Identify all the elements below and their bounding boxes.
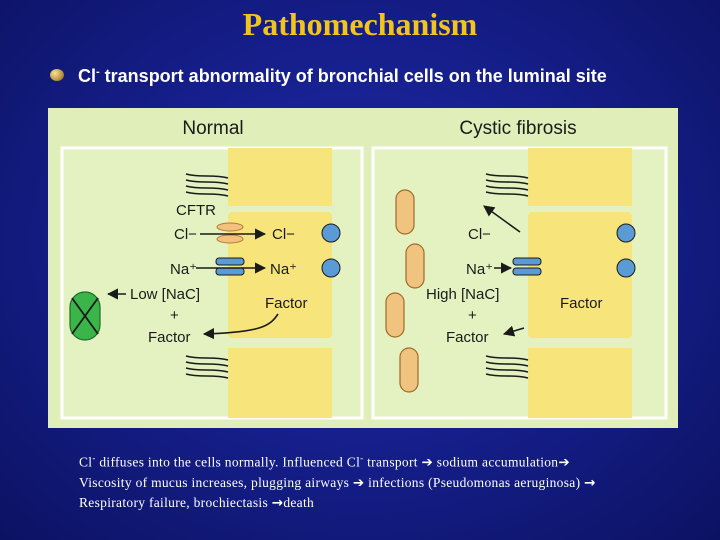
right-arrow-icon: → [584,474,596,491]
cf-cilia-bottom [485,355,529,379]
mucus-plug-icon [405,243,425,289]
normal-heading: Normal [182,118,243,139]
sodium-channel-icon [215,257,245,266]
bullet-text: Cl- transport abnormality of bronchial c… [78,66,607,87]
cf-factor-out: Factor [446,329,489,346]
caption-line-1: Cl- diffuses into the cells normally. In… [79,449,709,473]
cf-factor-in: Factor [560,295,603,312]
cf-factor-arrow [502,325,525,337]
right-arrow-icon: ➔ [558,454,570,471]
caption-sup: - [360,453,364,463]
right-arrow-icon: ➔ [352,474,365,491]
caption-text: Respiratory failure, brochiectasis [79,494,272,510]
caption-sup: - [92,453,96,463]
caption-ion: Cl [79,454,93,470]
sodium-channel-icon [215,267,245,276]
cf-cl-label: Cl− [468,226,491,243]
normal-lower-cell [228,348,332,418]
right-arrow-icon: → [271,494,284,511]
normal-factor-arrow [202,313,279,340]
sodium-pump-icon [321,258,341,278]
caption-text: infections (Pseudomonas aeruginosa) [364,474,585,490]
cf-heading: Cystic fibrosis [459,118,576,139]
normal-cilia-top [185,173,229,197]
normal-factor-in: Factor [265,295,308,312]
normal-epithelial-cell [228,212,332,338]
bullet-ion: Cl [78,66,96,86]
mucus-plug-icon [399,347,419,393]
sodium-channel-icon [512,267,542,276]
normal-na-right: Na⁺ [270,261,297,278]
mucus-plugs [385,189,425,393]
mucus-plug-icon [395,189,415,235]
cf-na-label: Na⁺ [466,261,493,278]
cf-plus: + [468,307,477,324]
bullet-body: transport abnormality of bronchial cells… [99,66,607,86]
cftr-channel-icon [216,222,244,232]
normal-nac-label: Low [NaC] [130,286,200,303]
bullet-superscript: - [96,66,100,78]
cf-cilia-top [485,173,529,197]
normal-plus: + [170,307,179,324]
chloride-pump-icon [616,223,636,243]
normal-factor-out: Factor [148,329,191,346]
slide-title: Pathomechanism [242,6,478,42]
bullet-icon [50,69,64,81]
bacterium-icon [69,291,101,341]
mucus-plug-icon [385,292,405,338]
chloride-pump-icon [321,223,341,243]
cf-nac-label: High [NaC] [426,286,499,303]
normal-cilia-bottom [185,355,229,379]
normal-upper-cell [228,148,332,206]
caption-line-2: Viscosity of mucus increases, plugging a… [79,473,709,493]
normal-cl-left: Cl− [174,226,197,243]
right-arrow-icon: ➔ [421,454,434,471]
normal-na-left: Na⁺ [170,261,197,278]
sodium-channel-icon [512,257,542,266]
caption-text: Viscosity of mucus increases, plugging a… [79,474,353,490]
caption-text: transport [363,454,422,470]
caption-text: sodium accumulation [433,454,559,470]
caption-text: diffuses into the cells normally. Influe… [95,454,361,470]
cftr-diagram: Normal Cystic fibrosis CFTR Cl− Cl− Na⁺ … [48,108,678,428]
cf-epithelial-cell [528,212,632,338]
cf-cl-arrow [483,205,521,233]
normal-cl-right: Cl− [272,226,295,243]
caption: Cl- diffuses into the cells normally. In… [79,449,709,513]
caption-line-3: Respiratory failure, brochiectasis →deat… [79,493,709,513]
sodium-pump-icon [616,258,636,278]
cf-lower-cell [528,348,632,418]
cftr-channel-icon [216,234,244,244]
cftr-label: CFTR [176,202,216,219]
cf-upper-cell [528,148,632,206]
caption-text: death [283,494,315,510]
